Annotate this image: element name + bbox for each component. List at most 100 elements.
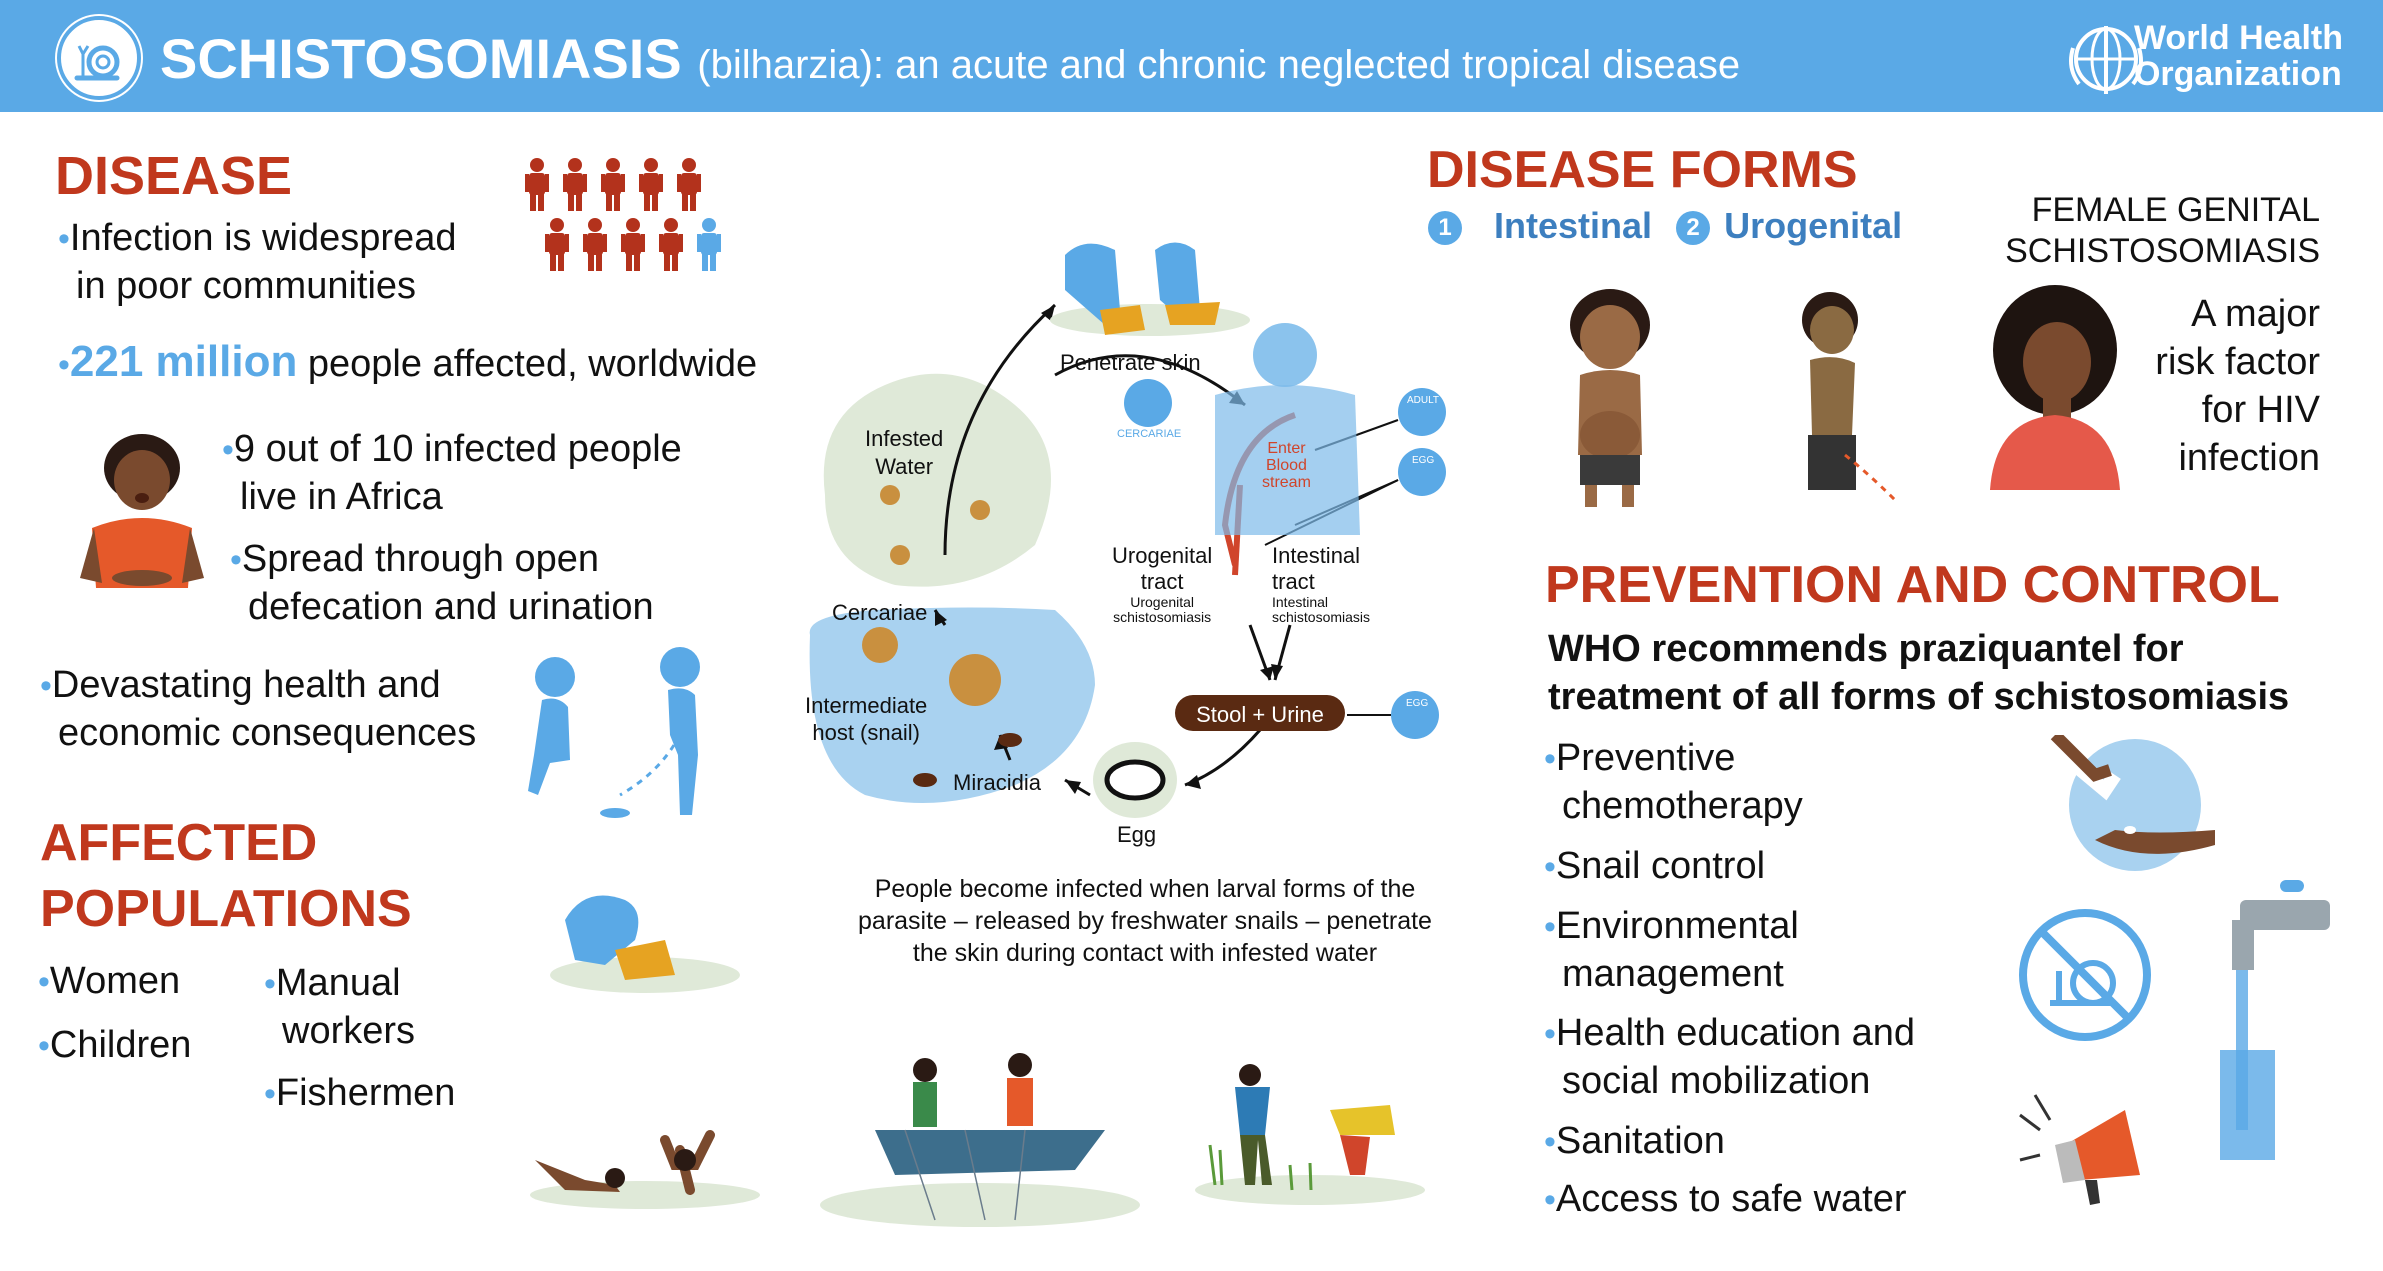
title-subtitle: (bilharzia): an acute and chronic neglec… [697,43,1741,87]
prevention-chemotherapy: •Preventive chemotherapy [1544,735,1803,830]
enter-line1: Enter [1267,440,1306,457]
sanitation-label: Sanitation [1555,1120,1725,1162]
uro-line2: tract [1140,569,1184,594]
host-line1: Intermediate [805,693,928,718]
disease-bullet-widespread: •Infection is widespread in poor communi… [58,215,456,310]
enter-line3: stream [1262,474,1311,491]
form-urogenital: Urogenital [1724,205,1903,246]
bullet-dot: • [58,220,70,258]
praziquantel-recommendation: WHO recommends praziquantel for treatmen… [1548,625,2289,721]
disease-forms-heading: DISEASE FORMS [1427,141,1858,199]
disease-bullet-affected: •221 million people affected, worldwide [58,338,757,389]
who-wordmark: World Health Organization [2134,20,2343,92]
population-manual-workers: •Manual workers [264,960,415,1055]
egg-label: Egg [1117,822,1157,847]
env-line1: Environmental [1555,905,1799,947]
desc-line3: the skin during contact with infested wa… [912,939,1378,967]
children-swimming-illustration [530,1130,760,1209]
who-emblem-icon [2065,18,2147,100]
penetrate-skin-label: Penetrate skin [1060,350,1201,375]
health-line1: Health education and [1555,1012,1916,1054]
prevention-safe-water: •Access to safe water [1544,1176,1907,1224]
miracidia-label: Miracidia [953,770,1042,795]
bullet-dot: • [1544,1123,1556,1161]
prevention-environmental: •Environmental management [1544,903,1799,998]
manual-line1: Manual [275,962,401,1004]
hiv-risk-text: A major risk factor for HIV infection [2050,290,2320,482]
intestinal-tract-label: Intestinal tract Intestinal schistosomia… [1272,543,1370,625]
prevention-heading: PREVENTION AND CONTROL [1545,556,2280,614]
sick-child-illustration [80,434,204,588]
fgs-line1: FEMALE GENITAL [2031,191,2320,229]
int-line1: Intestinal [1272,543,1361,568]
page-title: SCHISTOSOMIASIS (bilharzia): an acute an… [160,26,1740,91]
disease-heading: DISEASE [55,146,293,206]
egg-small-label: EGG [1412,455,1435,466]
enter-bloodstream-label: Enter Blood stream [1262,440,1311,491]
disease-bullet-spread: •Spread through open defecation and urin… [230,536,654,631]
risk-line1: A major [2191,293,2320,335]
no-snail-icon [2019,909,2151,1041]
africa-line2: live in Africa [240,476,443,518]
affected-rest: people affected, worldwide [307,343,758,385]
bullet-dot: • [264,965,276,1003]
risk-line2: risk factor [2155,341,2320,383]
host-line2: host (snail) [812,720,920,745]
affected-number: 221 million [69,337,298,386]
bullet-dot: • [222,431,234,469]
desc-line1: People become infected when larval forms… [874,875,1416,903]
int-small1: Intestinal [1272,594,1329,610]
bullet-dot: • [1544,908,1556,946]
bullet-dot: • [264,1075,276,1113]
infested-line2: Water [875,454,934,479]
fishermen-label: Fishermen [275,1072,456,1114]
prevention-snail-control: •Snail control [1544,843,1765,891]
prevention-sanitation: •Sanitation [1544,1118,1725,1166]
spread-line2: defecation and urination [248,586,654,628]
bullet-dot: • [230,541,242,579]
number-1-badge: 1 [1428,211,1462,246]
risk-line4: infection [2178,437,2320,479]
population-women: •Women [38,958,180,1006]
affected-populations-heading: AFFECTED POPULATIONS [40,810,412,942]
health-line2: social mobilization [1562,1060,1871,1102]
header-bar: SCHISTOSOMIASIS (bilharzia): an acute an… [0,0,2383,112]
women-label: Women [49,960,181,1002]
population-people-icon [525,158,721,271]
title-main: SCHISTOSOMIASIS [160,27,682,90]
chemo-line1: Preventive [1555,737,1736,779]
fgs-line2: SCHISTOSOMIASIS [2005,232,2320,270]
megaphone-icon [2019,1094,2140,1205]
devastating-line1: Devastating health and [51,664,441,706]
prevention-health-education: •Health education and social mobilizatio… [1544,1010,1915,1105]
uro-line1: Urogenital [1112,543,1213,568]
rec-line1: WHO recommends praziquantel for [1548,628,2184,670]
intestinal-patient-illustration [1570,289,1650,507]
cercariae-label: Cercariae [832,600,928,625]
who-line2: Organization [2133,55,2342,93]
enter-line2: Blood [1265,457,1307,474]
infested-line1: Infested [865,426,944,451]
bullet-dot: • [38,963,50,1001]
desc-line2: parasite – released by freshwater snails… [858,907,1432,935]
number-2-badge: 2 [1676,211,1711,246]
risk-line3: for HIV [2201,389,2320,431]
safe-water-label: Access to safe water [1555,1178,1907,1220]
widespread-line1: Infection is widespread [69,217,457,259]
env-line2: management [1562,953,1784,995]
adult-label: ADULT [1407,395,1440,406]
fgs-label: FEMALE GENITAL SCHISTOSOMIASIS [1980,190,2320,272]
manual-line2: workers [282,1010,416,1052]
urogenital-tract-label: Urogenital tract Urogenital schistosomia… [1112,543,1212,625]
farm-workers-illustration [1195,1064,1425,1205]
open-defecation-icon [528,647,700,818]
chemo-line2: chemotherapy [1562,785,1803,827]
affected-heading-line2: POPULATIONS [40,880,412,938]
woman-washing-illustration [550,895,740,993]
int-small2: schistosomiasis [1272,609,1371,625]
bullet-dot: • [1544,1181,1556,1219]
bullet-dot: • [1544,740,1556,778]
spread-line1: Spread through open [241,538,599,580]
uro-small1: Urogenital [1130,594,1195,610]
form-intestinal: Intestinal [1494,205,1653,246]
